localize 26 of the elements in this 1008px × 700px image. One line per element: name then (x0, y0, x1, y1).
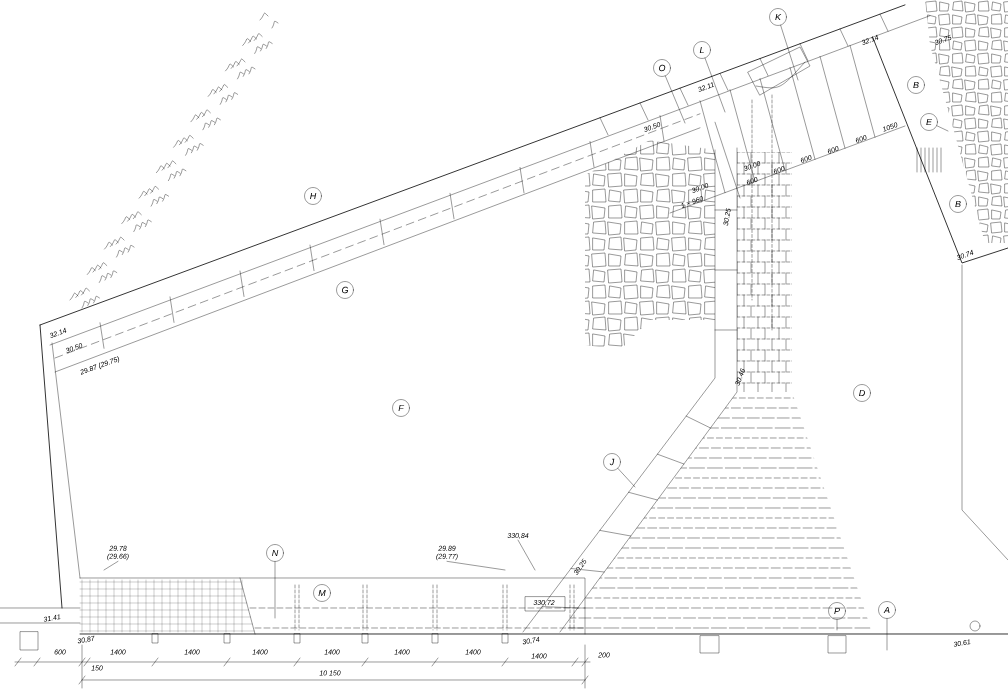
callout-letter: B (949, 195, 967, 213)
callout-letter: B (907, 76, 925, 94)
callout-letter: H (304, 187, 322, 205)
leader-line (517, 539, 536, 571)
callout-letter: E (920, 113, 938, 131)
leader-line (886, 618, 888, 651)
leader-line (665, 75, 686, 124)
leader-line (836, 619, 838, 631)
leader-line (446, 561, 506, 571)
leader-line (103, 561, 119, 571)
leader-line (274, 561, 276, 619)
callout-letter: O (653, 59, 671, 77)
callout-letter: A (878, 601, 896, 619)
leader-line (704, 57, 726, 113)
callout-letter: N (266, 544, 284, 562)
callout-letter: J (603, 453, 621, 471)
leader-line (780, 25, 799, 81)
leader-line (617, 468, 636, 488)
callout-letter: K (769, 8, 787, 26)
callout-letter: L (693, 41, 711, 59)
callout-letter: P (828, 602, 846, 620)
leader-line (936, 125, 949, 132)
callout-letter: F (392, 399, 410, 417)
callout-letter: M (313, 584, 331, 602)
callout-letter: G (336, 281, 354, 299)
callout-letter: D (853, 384, 871, 402)
